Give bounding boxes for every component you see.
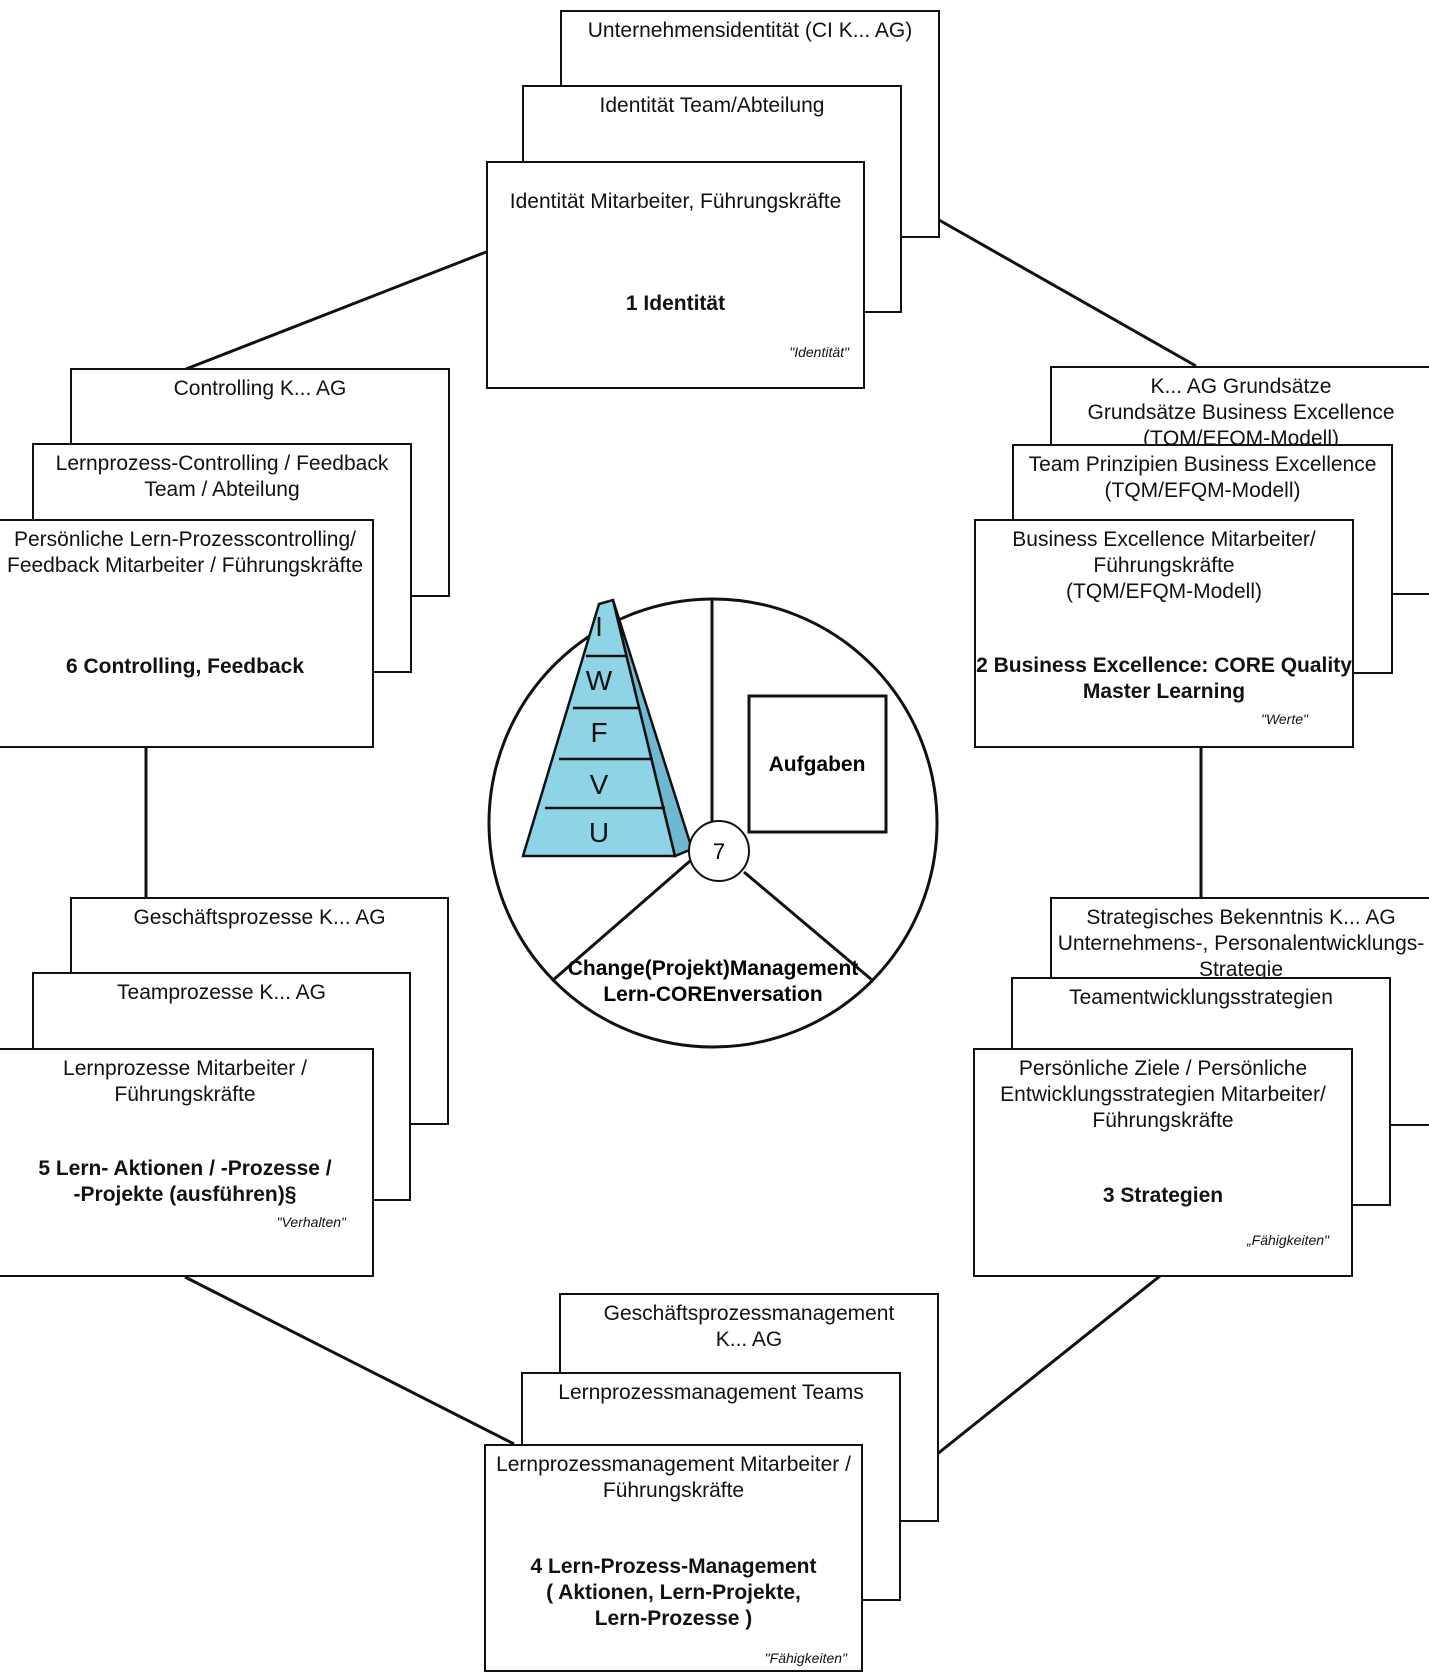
pyramid-letter-i: I <box>595 611 603 642</box>
center-number: 7 <box>713 839 725 864</box>
learning-actions-front-header: Lernprozesse Mitarbeiter / Führungskräft… <box>63 1057 307 1106</box>
divider-left <box>551 859 691 983</box>
controlling-front-header: Persönliche Lern-Prozesscontrolling/ Fee… <box>7 528 363 577</box>
business-excellence-back-label: K... AG Grundsätze Grundsätze Business E… <box>1087 375 1395 450</box>
controlling-card-front: Persönliche Lern-Prozesscontrolling/ Fee… <box>0 519 374 748</box>
tasks-label: Aufgaben <box>769 753 866 776</box>
pyramid-letter-w: W <box>586 665 613 696</box>
learning-actions-note: "Verhalten" <box>276 1214 346 1230</box>
controlling-back-label: Controlling K... AG <box>173 377 347 400</box>
identity-title: 1 Identität <box>625 292 726 315</box>
pyramid-letter-u: U <box>589 817 609 848</box>
business-excellence-title: 2 Business Excellence: CORE Quality Mast… <box>976 654 1352 703</box>
learning-actions-middle-label: Teamprozesse K... AG <box>117 981 326 1004</box>
learning-actions-back-label: Geschäftsprozesse K... AG <box>133 906 386 929</box>
controlling-middle-label: Lernprozess-Controlling / Feedback Team … <box>55 452 389 501</box>
identity-card-front: Identität Mitarbeiter, Führungskräfte 1 … <box>486 161 865 389</box>
connector-1-2 <box>938 218 1197 368</box>
pyramid <box>521 598 694 858</box>
learning-process-mgmt-back-label: Geschäftsprozessmanagement K... AG <box>603 1302 895 1351</box>
learning-process-mgmt-card-front: Lernprozessmanagement Mitarbeiter / Führ… <box>484 1444 863 1672</box>
learning-process-mgmt-title: 4 Lern-Prozess-Management ( Aktionen, Le… <box>530 1555 817 1630</box>
learning-actions-card-front: Lernprozesse Mitarbeiter / Führungskräft… <box>0 1048 374 1277</box>
number-circle <box>688 820 750 882</box>
learning-process-mgmt-front-header: Lernprozessmanagement Mitarbeiter / Führ… <box>496 1453 851 1502</box>
pyramid-letter-v: V <box>590 769 609 800</box>
strategies-card-front: Persönliche Ziele / Persönliche Entwickl… <box>973 1048 1353 1277</box>
identity-note: "Identität" <box>789 344 849 360</box>
strategies-note: „Fähigkeiten" <box>1246 1232 1329 1248</box>
identity-middle-label: Identität Team/Abteilung <box>599 94 825 117</box>
strategies-front-header: Persönliche Ziele / Persönliche Entwickl… <box>1000 1057 1326 1132</box>
connector-5-4 <box>184 1275 515 1446</box>
learning-process-mgmt-note: "Fähigkeiten" <box>764 1650 847 1666</box>
strategies-middle-label: Teamentwicklungsstrategien <box>1069 986 1333 1009</box>
connector-3-4 <box>935 1274 1161 1457</box>
learning-actions-title: 5 Lern- Aktionen / -Prozesse / -Projekte… <box>38 1157 332 1206</box>
divider-right <box>743 870 873 982</box>
strategies-back-label: Strategisches Bekenntnis K... AG Unterne… <box>1057 906 1425 981</box>
business-excellence-note: "Werte" <box>1260 711 1308 727</box>
controlling-title: 6 Controlling, Feedback <box>65 655 305 678</box>
identity-back-label: Unternehmensidentität (CI K... AG) <box>587 19 913 42</box>
connector-1-6 <box>185 250 487 371</box>
pyramid-side <box>611 599 694 858</box>
pyramid-letter-f: F <box>590 717 607 748</box>
identity-front-header: Identität Mitarbeiter, Führungskräfte <box>509 190 842 213</box>
business-excellence-middle-label: Team Prinzipien Business Excellence (TQM… <box>1028 453 1377 502</box>
learning-process-mgmt-middle-label: Lernprozessmanagement Teams <box>558 1381 864 1404</box>
strategies-title: 3 Strategien <box>1102 1184 1224 1207</box>
business-excellence-front-header: Business Excellence Mitarbeiter/ Führung… <box>1012 528 1316 603</box>
tasks-box <box>747 694 888 834</box>
business-excellence-card-front: Business Excellence Mitarbeiter/ Führung… <box>974 519 1354 748</box>
